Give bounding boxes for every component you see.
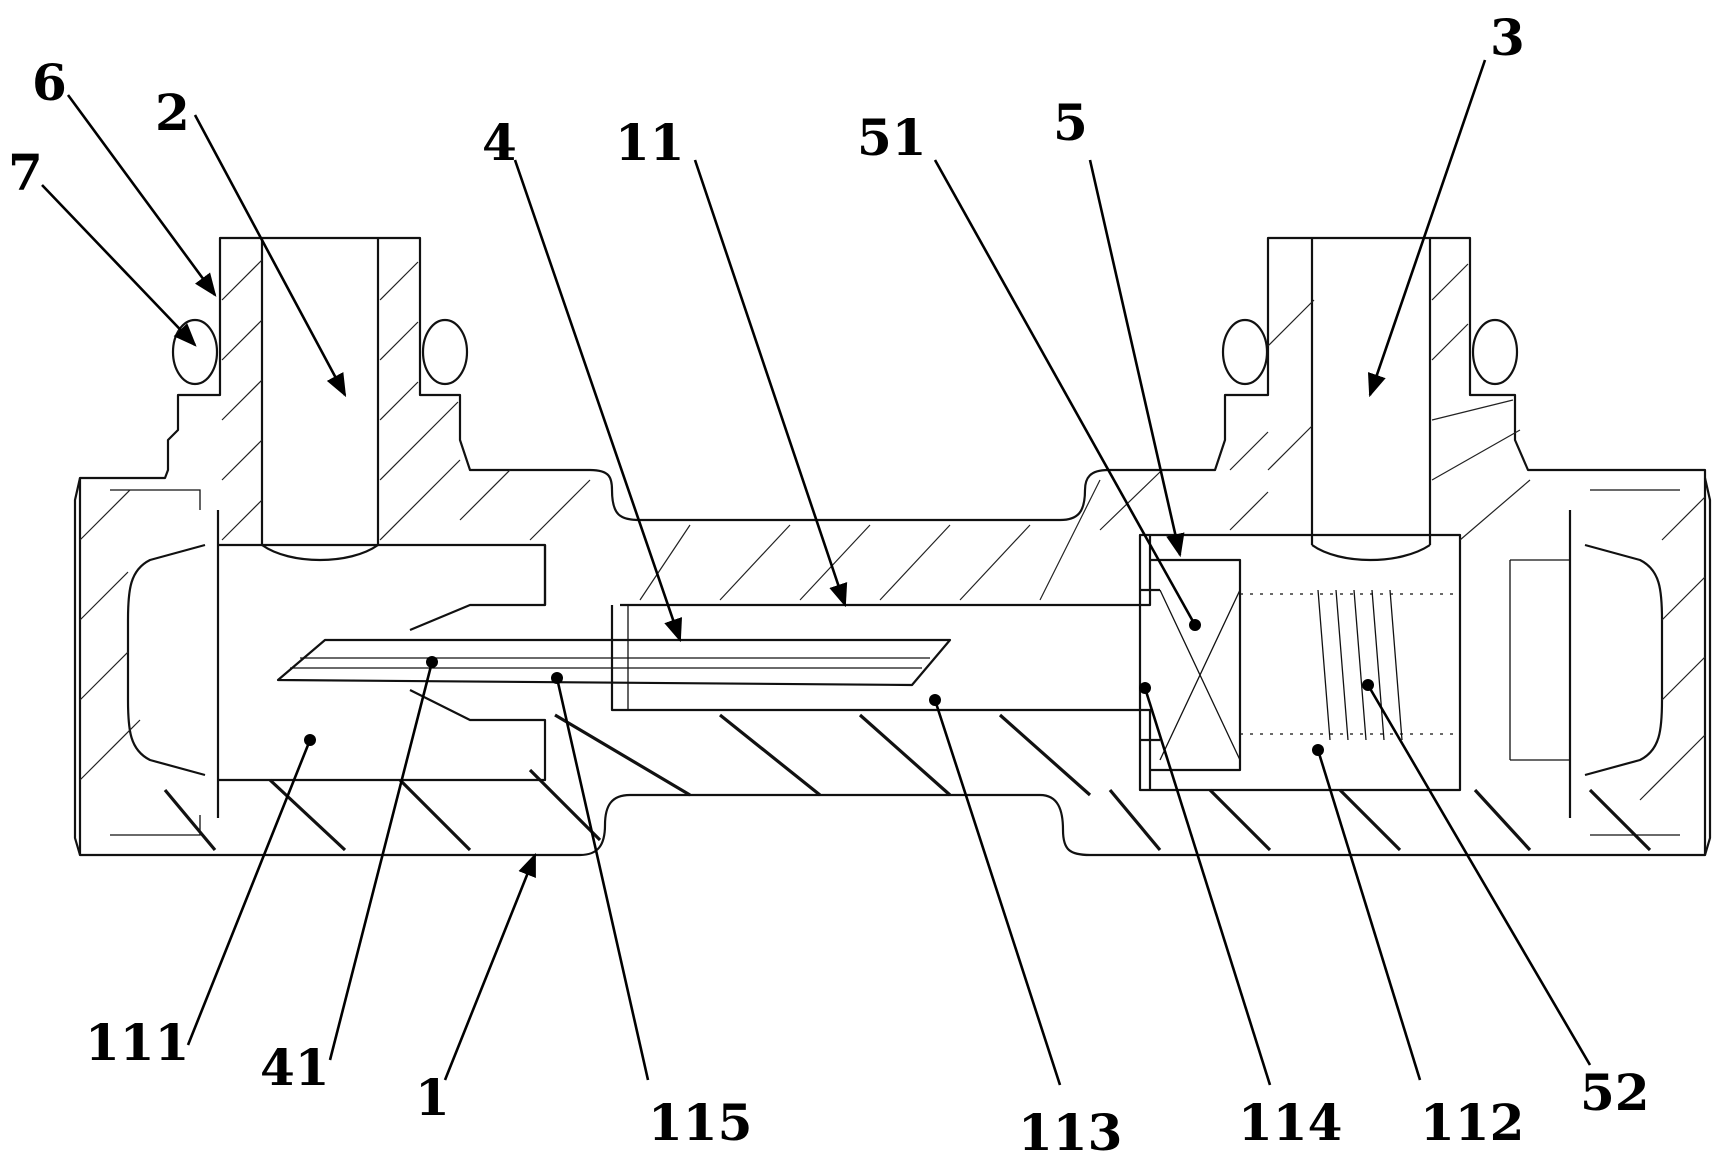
label-113: 113 bbox=[1018, 1103, 1122, 1162]
reference-dots bbox=[304, 619, 1374, 756]
section-hatching bbox=[79, 259, 1706, 801]
label-1: 1 bbox=[415, 1068, 450, 1127]
reference-labels: 6 7 2 3 4 11 51 5 111 41 1 115 113 114 1… bbox=[8, 8, 1650, 1162]
label-52: 52 bbox=[1580, 1063, 1650, 1122]
valve-body bbox=[73, 236, 1712, 857]
spring bbox=[1240, 589, 1460, 741]
label-5: 5 bbox=[1053, 93, 1088, 152]
valve-core bbox=[1140, 558, 1242, 772]
label-115: 115 bbox=[648, 1093, 752, 1152]
label-112: 112 bbox=[1420, 1093, 1524, 1152]
o-rings bbox=[171, 318, 1519, 386]
label-111: 111 bbox=[85, 1013, 189, 1072]
leader-lines bbox=[41, 59, 1592, 1086]
label-41: 41 bbox=[260, 1038, 330, 1097]
label-6: 6 bbox=[32, 53, 67, 112]
label-3: 3 bbox=[1490, 8, 1525, 67]
needle-tube bbox=[276, 638, 952, 687]
label-4: 4 bbox=[482, 113, 517, 172]
label-7: 7 bbox=[8, 143, 43, 202]
label-51: 51 bbox=[857, 108, 927, 167]
label-2: 2 bbox=[155, 83, 190, 142]
label-114: 114 bbox=[1238, 1093, 1342, 1152]
label-11: 11 bbox=[615, 113, 685, 172]
bold-hatching bbox=[163, 713, 1652, 852]
